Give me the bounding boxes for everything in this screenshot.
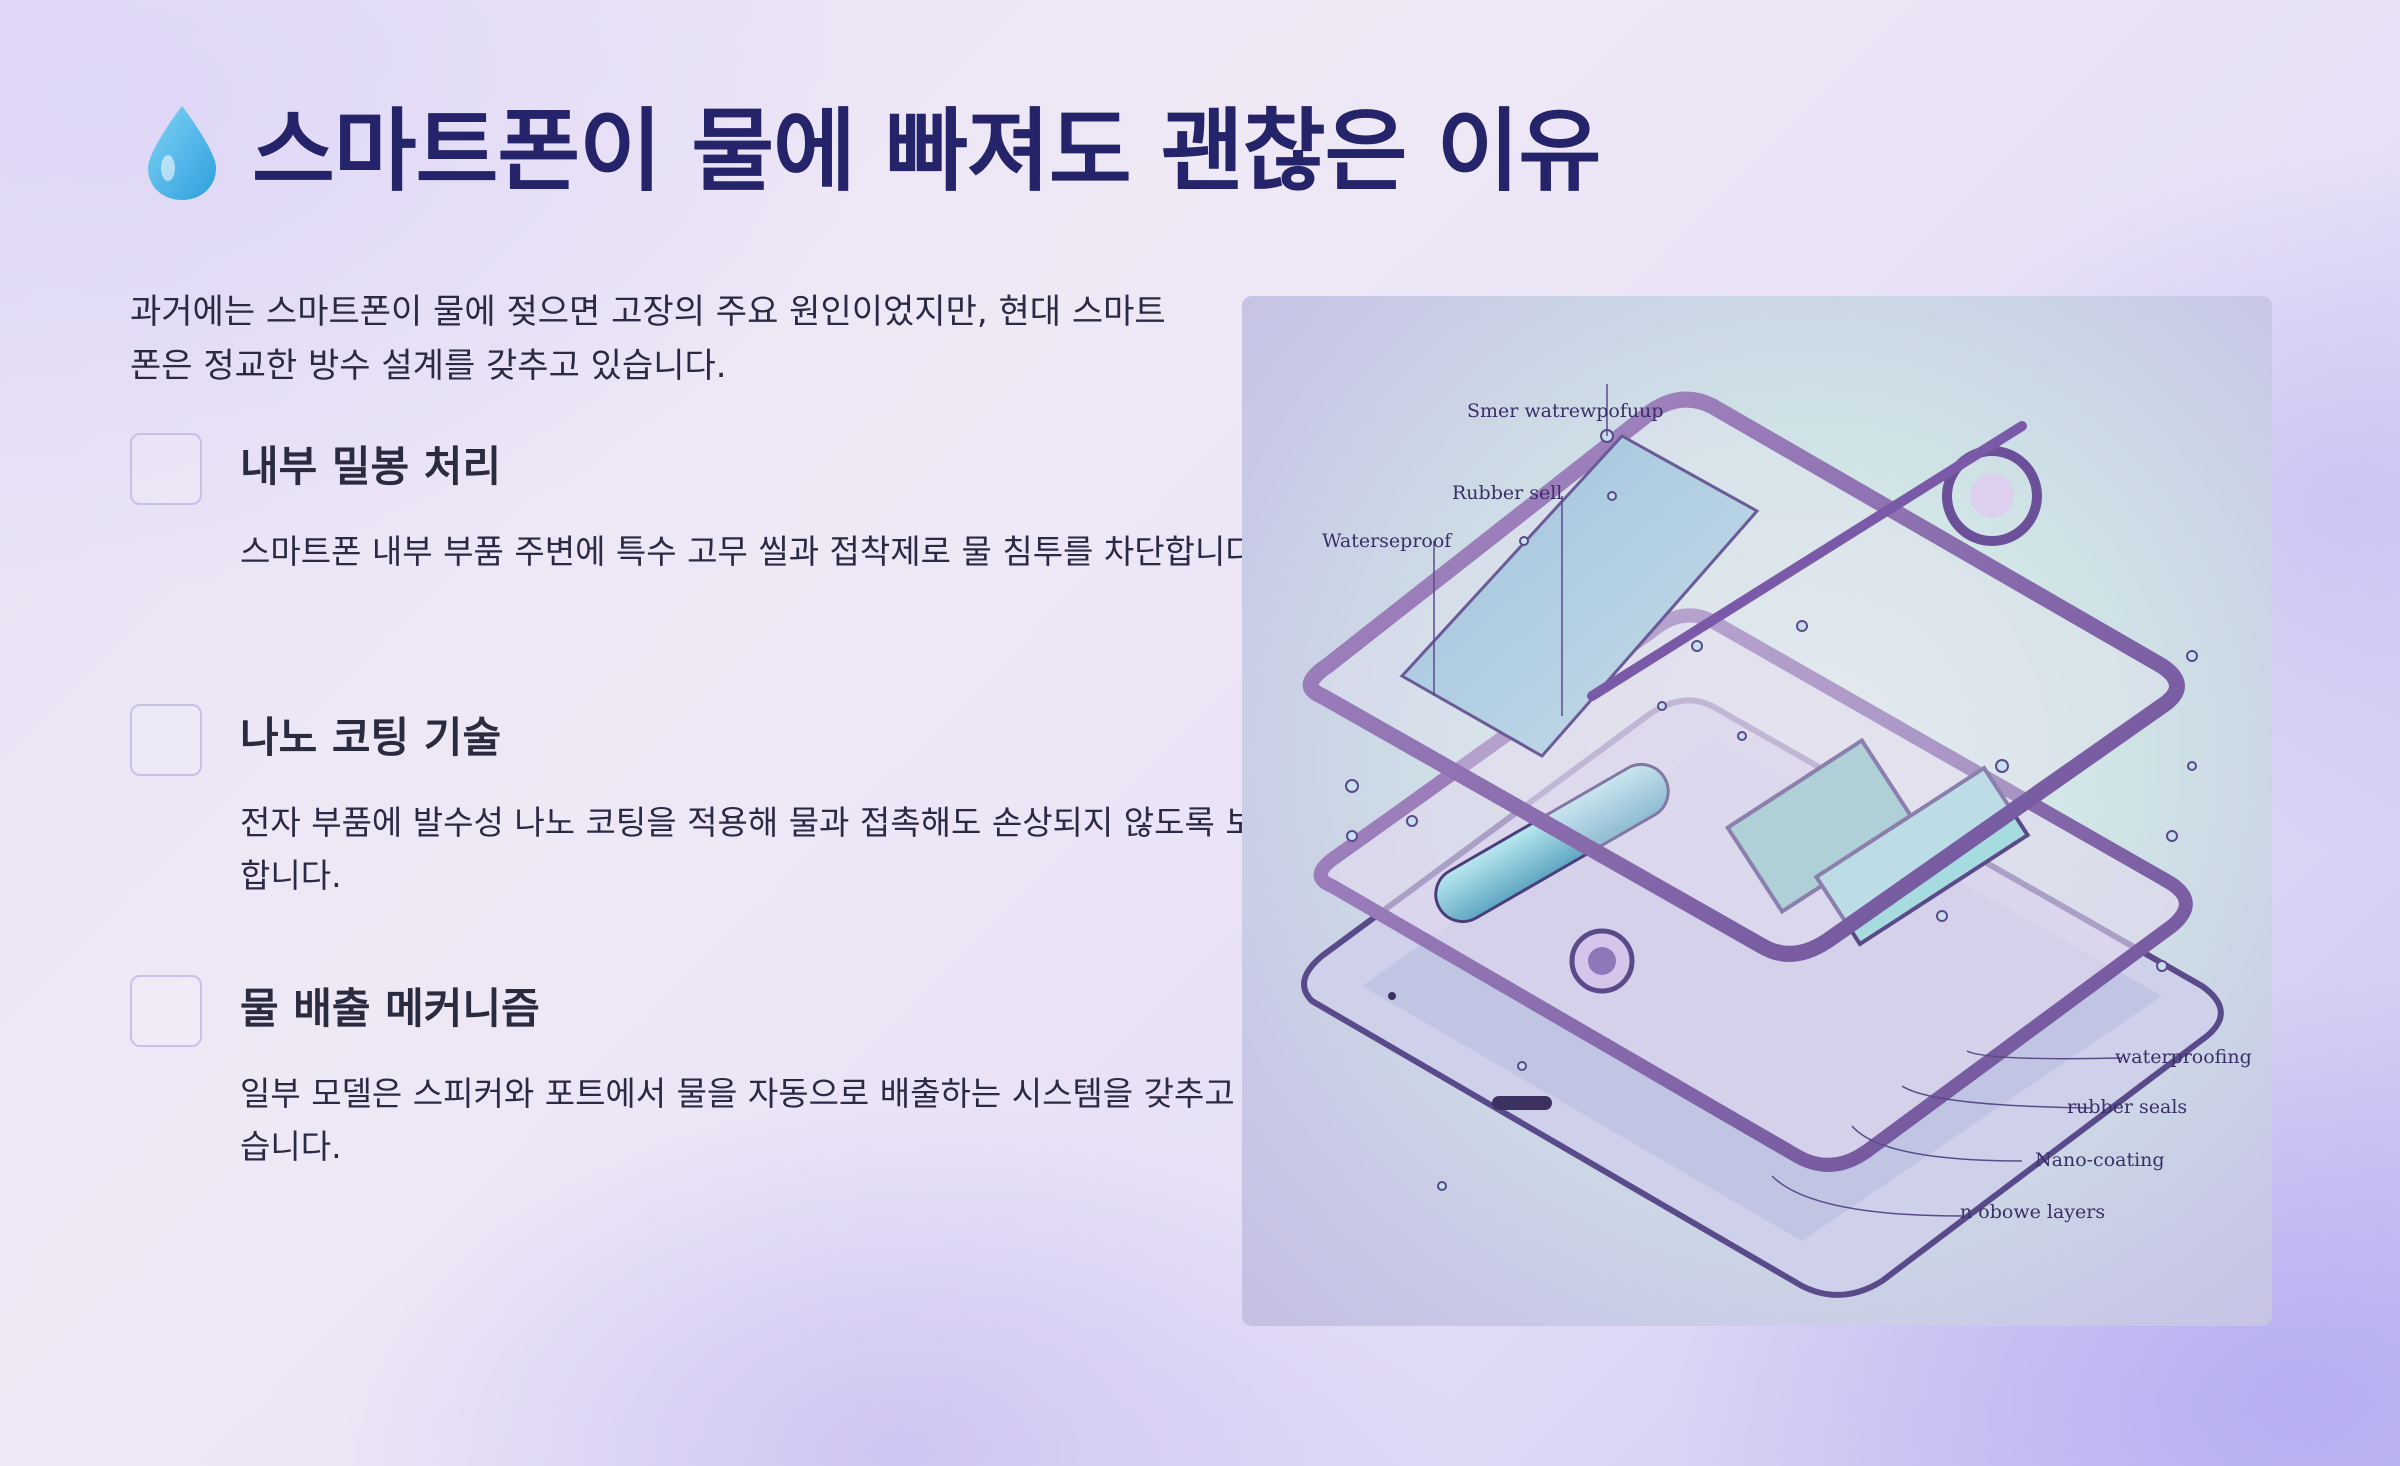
water-drop-icon — [148, 106, 216, 200]
feature-checkbox[interactable] — [130, 433, 202, 505]
intro-text: 과거에는 스마트폰이 물에 젖으면 고장의 주요 원인이었지만, 현대 스마트폰… — [130, 292, 1166, 386]
feature-title: 나노 코팅 기술 — [240, 713, 502, 762]
label-rubber-top: Rubber sell — [1452, 482, 1562, 504]
feature-description: 스마트폰 내부 부품 주변에 특수 고무 씰과 접착제로 물 침투를 차단합니다… — [240, 532, 1267, 571]
feature-title: 내부 밀봉 처리 — [240, 442, 502, 491]
label-top: Smer watrewpofuup — [1467, 400, 1664, 422]
label-layers: n obowe layers — [1960, 1201, 2105, 1223]
label-waterproofing: waterproofing — [2115, 1046, 2252, 1068]
label-nano: Nano-coating — [2035, 1149, 2165, 1171]
feature-checkbox[interactable] — [130, 704, 202, 776]
feature-checkbox[interactable] — [130, 975, 202, 1047]
label-left: Waterseproof — [1322, 530, 1453, 552]
phone-layers-image: Smer watrewpofuup Rubber sell Watersepro… — [1301, 384, 2252, 1298]
feature-description: 전자 부품에 발수성 나노 코팅을 적용해 물과 접촉해도 손상되지 않도록 보… — [240, 803, 1287, 895]
page-title: 스마트폰이 물에 빠져도 괜찮은 이유 — [252, 99, 1601, 204]
feature-description: 일부 모델은 스피커와 포트에서 물을 자동으로 배출하는 시스템을 갖추고 있… — [240, 1074, 1276, 1166]
exploded-phone-illustration: Smer watrewpofuup Rubber sell Watersepro… — [1242, 296, 2272, 1326]
leader-lines — [1433, 384, 2123, 1217]
water-droplets — [1345, 429, 2198, 1191]
feature-title: 물 배출 메커니즘 — [240, 984, 540, 1033]
label-rubber-seals: rubber seals — [2067, 1096, 2187, 1118]
header: 스마트폰이 물에 빠져도 괜찮은 이유 — [140, 92, 1601, 212]
